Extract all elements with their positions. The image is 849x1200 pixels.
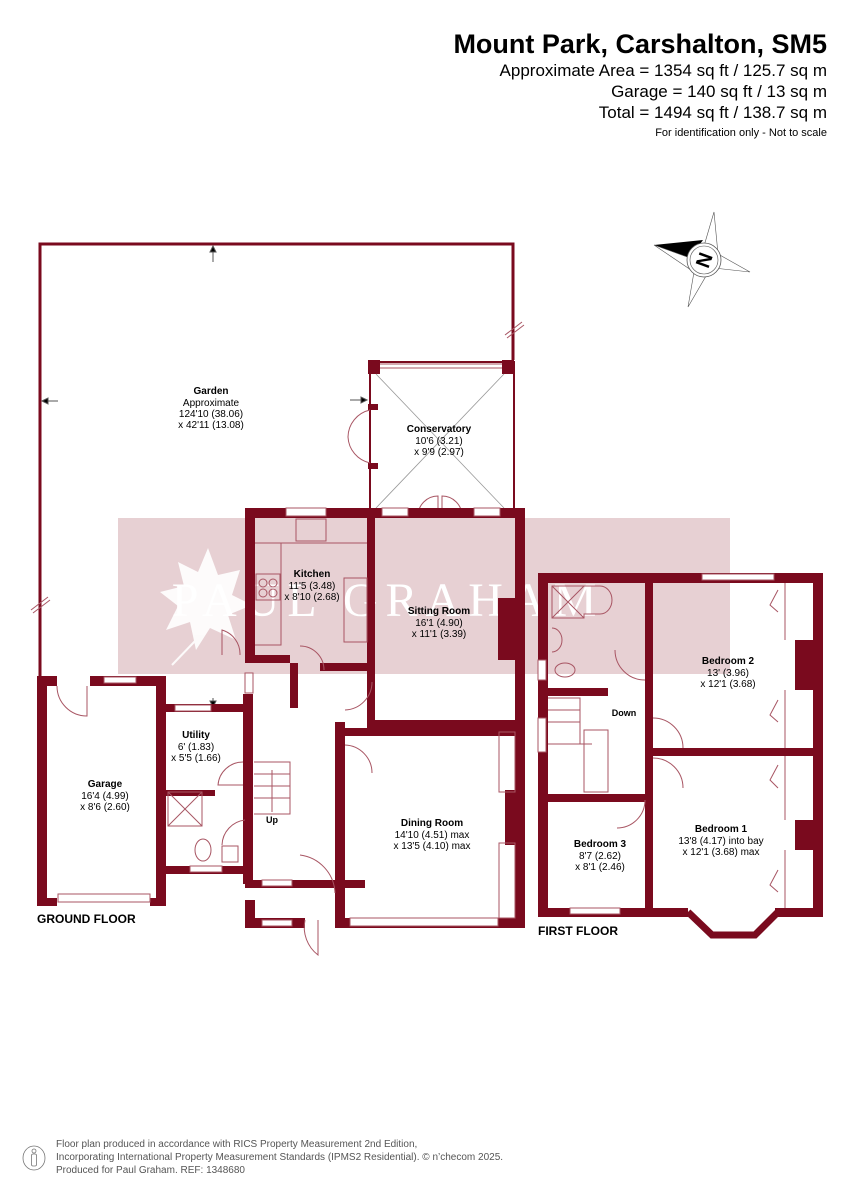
svg-text:Kitchen: Kitchen <box>294 569 331 580</box>
svg-text:Bedroom 2: Bedroom 2 <box>702 656 755 667</box>
room-label-sitting-room: Sitting Room 16'1 (4.90) x 11'1 (3.39) <box>408 606 470 640</box>
svg-text:Sitting Room: Sitting Room <box>408 606 470 617</box>
svg-text:13' (3.96): 13' (3.96) <box>707 668 749 679</box>
boundary-break-marks <box>30 321 525 614</box>
svg-text:Garden: Garden <box>193 386 228 397</box>
garden-dimension-arrows <box>40 244 369 709</box>
svg-text:x 9'9 (2.97): x 9'9 (2.97) <box>414 447 464 458</box>
svg-text:10'6 (3.21): 10'6 (3.21) <box>415 436 463 447</box>
room-label-bedroom-2: Bedroom 2 13' (3.96) x 12'1 (3.68) <box>700 656 755 690</box>
footer-line-2: Incorporating International Property Mea… <box>56 1152 504 1163</box>
svg-text:Utility: Utility <box>182 730 210 741</box>
svg-text:x 11'1 (3.39): x 11'1 (3.39) <box>412 629 467 640</box>
svg-text:Conservatory: Conservatory <box>407 424 472 435</box>
room-labels: Garden Approximate 124'10 (38.06) x 42'1… <box>80 386 764 873</box>
svg-text:13'8 (4.17) into bay: 13'8 (4.17) into bay <box>678 836 763 847</box>
svg-text:124'10 (38.06): 124'10 (38.06) <box>179 409 243 420</box>
svg-text:Bedroom 1: Bedroom 1 <box>695 824 748 835</box>
svg-text:x 8'1 (2.46): x 8'1 (2.46) <box>575 862 625 873</box>
scale-note: For identification only - Not to scale <box>655 127 827 139</box>
first-floor-fixtures <box>548 583 786 908</box>
footer-line-3: Produced for Paul Graham. REF: 1348680 <box>56 1165 245 1176</box>
person-info-icon <box>22 1145 46 1170</box>
room-label-bedroom-1: Bedroom 1 13'8 (4.17) into bay x 12'1 (3… <box>678 824 763 858</box>
plan-footer: Floor plan produced in accordance with R… <box>22 1138 503 1177</box>
svg-text:x 8'6 (2.60): x 8'6 (2.60) <box>80 802 130 813</box>
svg-text:x 13'5 (4.10) max: x 13'5 (4.10) max <box>394 841 471 852</box>
approximate-area: Approximate Area = 1354 sq ft / 125.7 sq… <box>499 61 827 80</box>
room-label-dining-room: Dining Room 14'10 (4.51) max x 13'5 (4.1… <box>394 818 471 852</box>
first-floor-label: FIRST FLOOR <box>538 924 618 938</box>
footer-line-1: Floor plan produced in accordance with R… <box>56 1139 418 1150</box>
svg-text:Garage: Garage <box>88 779 123 790</box>
svg-text:Bedroom 3: Bedroom 3 <box>574 839 627 850</box>
total-area: Total = 1494 sq ft / 138.7 sq m <box>598 103 827 122</box>
svg-text:Approximate: Approximate <box>183 398 240 409</box>
room-label-conservatory: Conservatory 10'6 (3.21) x 9'9 (2.97) <box>407 424 472 458</box>
svg-text:11'5 (3.48): 11'5 (3.48) <box>289 581 336 592</box>
compass-north-label: N <box>692 250 718 271</box>
ground-floor-label: GROUND FLOOR <box>37 912 136 926</box>
stairs-up-label: Up <box>266 815 278 825</box>
property-title: Mount Park, Carshalton, SM5 <box>453 29 827 59</box>
svg-text:x 5'5 (1.66): x 5'5 (1.66) <box>171 753 221 764</box>
compass-rose-icon: N <box>653 211 751 308</box>
svg-text:8'7 (2.62): 8'7 (2.62) <box>579 851 621 862</box>
svg-text:6' (1.83): 6' (1.83) <box>178 742 214 753</box>
ground-floor-windows <box>57 507 501 927</box>
svg-text:14'10 (4.51) max: 14'10 (4.51) max <box>395 830 470 841</box>
watermark-text: PAUL GRAHAM <box>172 574 605 627</box>
room-label-garden: Garden Approximate 124'10 (38.06) x 42'1… <box>178 386 244 431</box>
svg-text:x 12'1 (3.68) max: x 12'1 (3.68) max <box>683 847 760 858</box>
stairs-down-label: Down <box>612 708 637 718</box>
garage-area: Garage = 140 sq ft / 13 sq m <box>611 82 827 101</box>
leaf-logo-icon <box>160 548 252 666</box>
svg-text:16'1 (4.90): 16'1 (4.90) <box>415 618 463 629</box>
bay-window <box>685 909 781 939</box>
ground-floor-fixtures <box>56 518 516 957</box>
garden-boundary <box>38 242 515 680</box>
svg-text:x 12'1 (3.68): x 12'1 (3.68) <box>700 679 755 690</box>
svg-text:16'4 (4.99): 16'4 (4.99) <box>81 791 129 802</box>
room-label-bedroom-3: Bedroom 3 8'7 (2.62) x 8'1 (2.46) <box>574 839 627 873</box>
room-label-utility: Utility 6' (1.83) x 5'5 (1.66) <box>171 730 221 764</box>
room-label-garage: Garage 16'4 (4.99) x 8'6 (2.60) <box>80 779 130 813</box>
room-label-kitchen: Kitchen 11'5 (3.48) x 8'10 (2.68) <box>284 569 339 603</box>
svg-text:Dining Room: Dining Room <box>401 818 463 829</box>
plan-header: Mount Park, Carshalton, SM5 Approximate … <box>453 28 827 139</box>
svg-text:x 8'10 (2.68): x 8'10 (2.68) <box>284 592 339 603</box>
svg-text:x 42'11 (13.08): x 42'11 (13.08) <box>178 420 244 431</box>
